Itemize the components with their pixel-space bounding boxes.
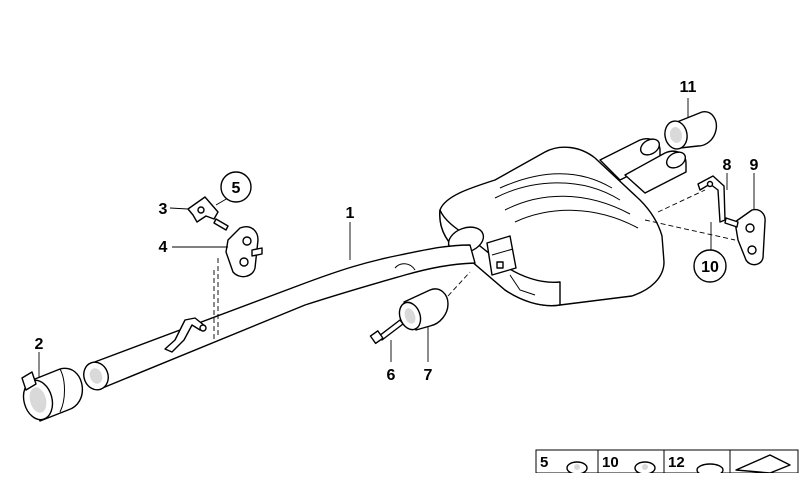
legend-label-5: 5 — [540, 454, 548, 471]
callout-7[interactable]: 7 — [424, 367, 433, 384]
callout-8[interactable]: 8 — [723, 157, 732, 174]
tailpipe-trim-11 — [664, 111, 718, 150]
clamp-sleeve — [21, 367, 84, 422]
callout-3[interactable]: 3 — [159, 201, 168, 218]
legend-part-12-icon — [696, 463, 724, 477]
legend-label-12: 12 — [668, 454, 685, 471]
tailpipes — [599, 138, 687, 194]
legend-label-10: 10 — [602, 454, 619, 471]
rubber-mount-9 — [724, 208, 766, 266]
callout-6[interactable]: 6 — [387, 367, 396, 384]
callout-11[interactable]: 11 — [680, 79, 697, 96]
leader-lines — [38, 98, 755, 378]
callout-2[interactable]: 2 — [35, 336, 44, 353]
callout-5[interactable]: 5 — [232, 180, 241, 197]
rear-silencer — [439, 138, 687, 307]
parts-legend: 5 10 12 — [535, 449, 799, 477]
bracket-8 — [697, 175, 726, 223]
bolt-6 — [369, 319, 404, 345]
callout-labels: 1 2 3 4 5 6 7 8 9 10 11 — [35, 79, 759, 384]
callout-4[interactable]: 4 — [159, 239, 168, 256]
arrow-icon — [735, 454, 791, 474]
rubber-mount-4 — [225, 226, 263, 278]
assembly-lines — [213, 189, 736, 340]
callout-9[interactable]: 9 — [750, 157, 759, 174]
callout-10-circle — [693, 249, 727, 283]
callout-10[interactable]: 10 — [701, 259, 719, 276]
intermediate-pipe — [83, 244, 476, 391]
callout-5-circle — [220, 171, 252, 203]
bracket-3 — [187, 196, 229, 231]
callout-1[interactable]: 1 — [346, 205, 355, 222]
pipe-hanger — [164, 317, 207, 353]
sleeve-7 — [398, 288, 449, 331]
